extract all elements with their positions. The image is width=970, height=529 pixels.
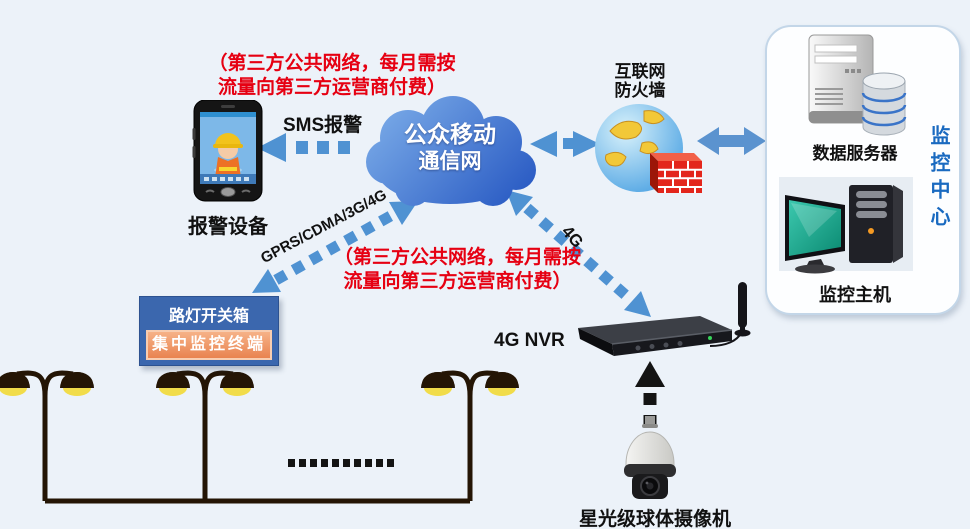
switch-box-title: 路灯开关箱 — [168, 308, 249, 325]
street-lamp-icon — [16, 370, 499, 504]
gprs-arrow-icon — [252, 201, 418, 293]
fees-note-middle: （第三方公共网络，每月需按 流量向第三方运营商付费） — [333, 247, 581, 292]
lamp-heads-icon — [0, 372, 519, 396]
monitoring-center-label: 监控中心 — [927, 125, 949, 233]
street-light-switch-box: 路灯开关箱 集中监控终端 — [139, 296, 279, 366]
smartphone-icon — [192, 100, 264, 202]
internet-firewall-label: 互联网 防火墙 — [614, 62, 666, 100]
desktop-computer-icon — [779, 177, 913, 275]
server-database-icon — [799, 33, 911, 137]
sms-arrow-icon — [257, 133, 358, 162]
nvr-recorder-icon — [560, 278, 765, 363]
globe-firewall-icon — [592, 103, 706, 197]
cloud-icon — [358, 90, 540, 212]
fourg-arrow-icon — [506, 190, 651, 317]
fees-note-top: （第三方公共网络，每月需按 流量向第三方运营商付费） — [208, 53, 456, 98]
firewall-center-arrow-icon — [697, 127, 766, 155]
alarm-device-label: 报警设备 — [188, 216, 268, 238]
monitoring-host-label: 监控主机 — [819, 285, 891, 305]
data-server-label: 数据服务器 — [812, 144, 898, 163]
nvr-label: 4G NVR — [494, 330, 565, 351]
camera-label: 星光级球体摄像机 — [578, 509, 731, 529]
cloud-firewall-arrow-icon — [530, 131, 600, 157]
dome-camera-icon — [612, 416, 688, 502]
sms-label: SMS报警 — [283, 115, 363, 136]
monitoring-center-panel: 数据服务器 — [765, 25, 961, 315]
monitoring-terminal-label: 集中监控终端 — [146, 330, 272, 360]
cloud-network-label: 公众移动 通信网 — [404, 121, 496, 173]
